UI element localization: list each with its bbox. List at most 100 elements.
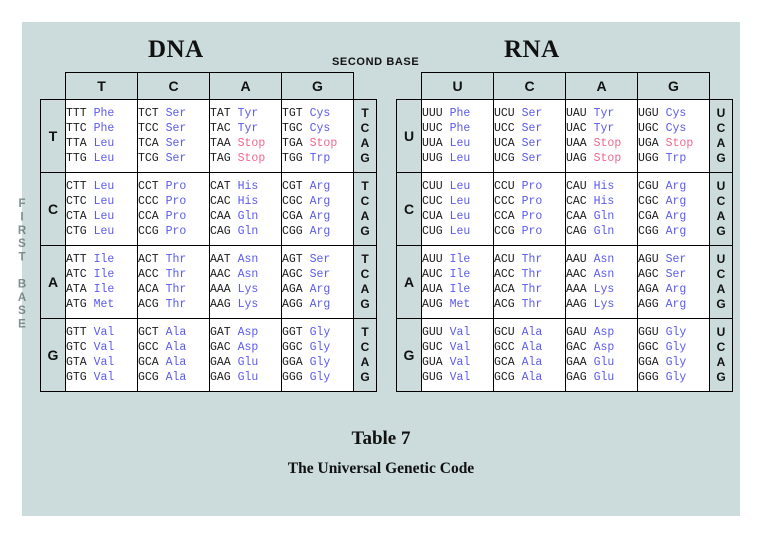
codon-triplet: GCG <box>138 371 159 384</box>
amino-acid-label: Leu <box>449 180 471 193</box>
codon-entry: TGA Stop <box>282 136 353 151</box>
third-base-letter: G <box>716 297 726 311</box>
codon-triplet: GCG <box>494 371 515 384</box>
codon-triplet: TGA <box>282 137 303 150</box>
codon-triplet: TTC <box>66 122 87 135</box>
codon-triplet: ACU <box>494 253 515 266</box>
codon-entry: AAA Lys <box>210 282 281 297</box>
codon-entry: AAG Lys <box>210 297 281 312</box>
codon-triplet: CUC <box>422 195 443 208</box>
codon-triplet: UCG <box>494 152 515 165</box>
codon-entry: UCU Ser <box>494 106 565 121</box>
codon-triplet: ACC <box>494 268 515 281</box>
codon-entry: GGC Gly <box>282 340 353 355</box>
codon-entry: ACT Thr <box>138 252 209 267</box>
amino-acid-label: Ala <box>165 356 187 369</box>
codon-triplet: CAG <box>210 225 231 238</box>
amino-acid-label: Phe <box>449 122 471 135</box>
codon-entry: CCG Pro <box>494 224 565 239</box>
second-base-header-t: T <box>65 72 138 100</box>
codon-triplet: AGT <box>282 253 303 266</box>
codon-triplet: UUG <box>422 152 443 165</box>
amino-acid-label: Cys <box>665 122 687 135</box>
codon-triplet: UGG <box>638 152 659 165</box>
codon-entry: UGA Stop <box>638 136 709 151</box>
amino-acid-label: Phe <box>449 107 471 120</box>
codon-entry: TCT Ser <box>138 106 209 121</box>
codon-triplet: GCC <box>138 341 159 354</box>
codon-entry: ACG Thr <box>138 297 209 312</box>
amino-acid-label: Gly <box>309 341 331 354</box>
codon-entry: CGT Arg <box>282 179 353 194</box>
codon-triplet: AGC <box>638 268 659 281</box>
amino-acid-label: Arg <box>309 298 331 311</box>
codon-triplet: AGG <box>282 298 303 311</box>
codon-triplet: ATG <box>66 298 87 311</box>
amino-acid-label: Leu <box>449 137 471 150</box>
codon-entry: GCC Ala <box>494 340 565 355</box>
amino-acid-label: Ala <box>521 326 543 339</box>
codon-entry: ACC Thr <box>494 267 565 282</box>
codon-entry: AGU Ser <box>638 252 709 267</box>
amino-acid-label: Val <box>93 356 115 369</box>
codon-triplet: GGA <box>282 356 303 369</box>
codon-triplet: CUU <box>422 180 443 193</box>
codon-triplet: CCG <box>494 225 515 238</box>
third-base-header-spacer <box>710 73 733 100</box>
amino-acid-label: Tyr <box>593 107 615 120</box>
codon-triplet: AGC <box>282 268 303 281</box>
codon-entry: CUC Leu <box>422 194 493 209</box>
stop-codon-label: Stop <box>309 137 338 150</box>
codon-triplet: ACC <box>138 268 159 281</box>
codon-entry: TCC Ser <box>138 121 209 136</box>
codon-entry: ATG Met <box>66 297 137 312</box>
codon-triplet: CAG <box>566 225 587 238</box>
second-base-axis-label: SECOND BASE <box>332 56 420 68</box>
codon-triplet: ACT <box>138 253 159 266</box>
first-base-header-t: T <box>40 99 66 173</box>
codon-entry: TGT Cys <box>282 106 353 121</box>
stop-codon-label: Stop <box>593 152 622 165</box>
codon-entry: AGT Ser <box>282 252 353 267</box>
codon-entry: ACG Thr <box>494 297 565 312</box>
codon-triplet: CAC <box>566 195 587 208</box>
amino-acid-label: Arg <box>665 298 687 311</box>
figure-caption: Table 7 The Universal Genetic Code <box>22 428 740 478</box>
codon-entry: UGG Trp <box>638 151 709 166</box>
amino-acid-label: Leu <box>93 195 115 208</box>
amino-acid-label: His <box>237 180 259 193</box>
codon-triplet: TTT <box>66 107 87 120</box>
codon-entry: CGA Arg <box>282 209 353 224</box>
codon-triplet: ACG <box>138 298 159 311</box>
codon-triplet: GCA <box>494 356 515 369</box>
amino-acid-label: Ser <box>309 268 331 281</box>
codon-entry: AGC Ser <box>282 267 353 282</box>
amino-acid-label: Arg <box>309 210 331 223</box>
codon-triplet: CGU <box>638 180 659 193</box>
codon-triplet: CTT <box>66 180 87 193</box>
codon-entry: UAG Stop <box>566 151 637 166</box>
amino-acid-label: Leu <box>93 180 115 193</box>
codon-entry: GCA Ala <box>138 355 209 370</box>
codon-entry: ATC Ile <box>66 267 137 282</box>
codon-entry: GTA Val <box>66 355 137 370</box>
amino-acid-label: Ser <box>521 137 543 150</box>
stop-codon-label: Stop <box>665 137 694 150</box>
codon-entry: CAU His <box>566 179 637 194</box>
amino-acid-label: Tyr <box>237 107 259 120</box>
caption-text: The Universal Genetic Code <box>287 460 475 477</box>
codon-entry: CTT Leu <box>66 179 137 194</box>
codon-entry: UGU Cys <box>638 106 709 121</box>
